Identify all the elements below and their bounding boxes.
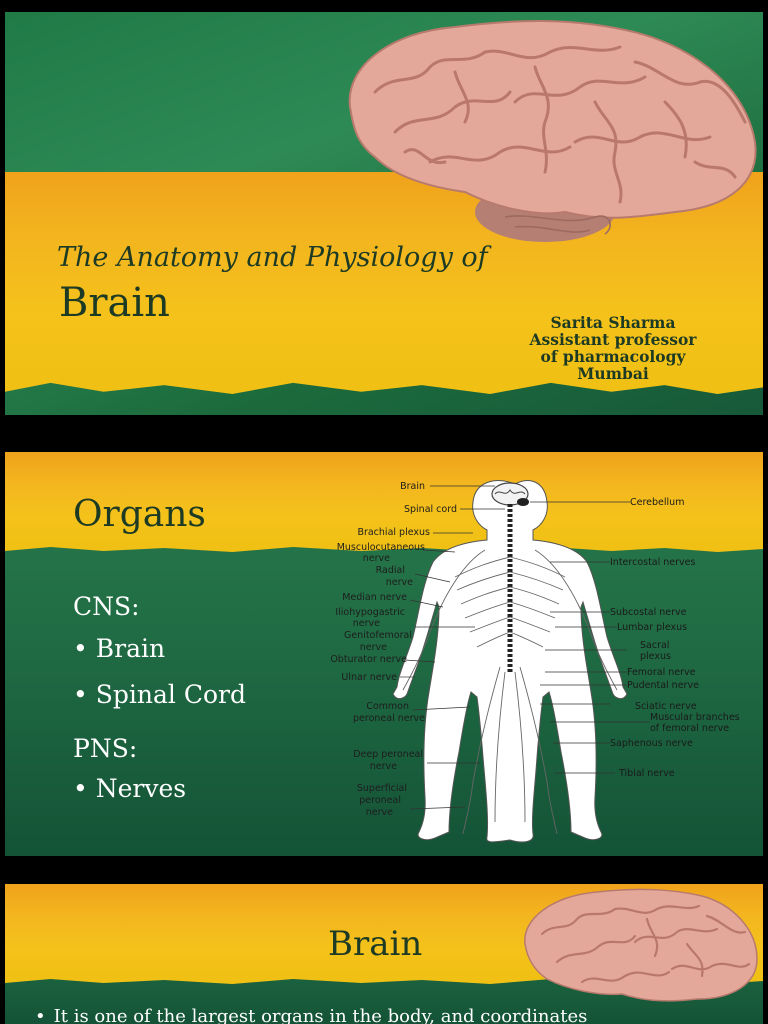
label-superficial-peroneal-nerve: nerve <box>366 807 393 818</box>
label-spinal-cord: Spinal cord <box>404 504 457 515</box>
label-lumbar-plexus: Lumbar plexus <box>617 622 687 633</box>
brain-illustration-small <box>524 888 758 1002</box>
brain-slide: Brain It is one of the largest organs in… <box>5 884 763 1024</box>
author-location: Mumbai <box>577 364 649 383</box>
label-musculocutaneous: Musculocutaneous <box>337 542 425 553</box>
label-cerebellum: Cerebellum <box>630 497 684 508</box>
label-subcostal-nerve: Subcostal nerve <box>610 607 687 618</box>
label-iliohypogastric-nerve: nerve <box>353 618 380 629</box>
label-brain: Brain <box>400 481 425 492</box>
label-ulnar-nerve: Ulnar nerve <box>341 672 397 683</box>
author-block: Sarita Sharma Assistant professor of pha… <box>513 314 713 382</box>
label-radial-nerve: nerve <box>386 577 413 588</box>
pns-heading: PNS: <box>73 734 138 763</box>
label-tibial-nerve: Tibial nerve <box>618 768 675 779</box>
list-item-brain: Brain <box>73 634 165 663</box>
cns-heading: CNS: <box>73 592 140 621</box>
label-musculocutaneous-nerve: nerve <box>363 553 390 564</box>
nervous-system-diagram: Brain Spinal cord Brachial plexus Muscul… <box>330 480 740 843</box>
label-intercostal-nerves: Intercostal nerves <box>610 557 696 568</box>
presentation-title: Brain <box>59 280 170 326</box>
brain-slide-title: Brain <box>328 924 423 964</box>
label-common-peroneal-nerve: peroneal nerve <box>353 713 425 724</box>
label-deep-peroneal-nerve: nerve <box>370 761 397 772</box>
label-brachial-plexus: Brachial plexus <box>357 527 430 538</box>
label-obturator-nerve: Obturator nerve <box>330 654 407 665</box>
label-femoral-nerve: Femoral nerve <box>627 667 696 678</box>
label-superficial: Superficial <box>357 783 407 794</box>
label-saphenous-nerve: Saphenous nerve <box>610 738 693 749</box>
label-of-femoral-nerve: of femoral nerve <box>650 723 729 734</box>
label-muscular-branches: Muscular branches <box>650 712 740 723</box>
list-item-spinal-cord: Spinal Cord <box>73 680 246 709</box>
organs-slide: Organs CNS: Brain Spinal Cord PNS: Nerve… <box>5 452 763 856</box>
presentation-subtitle: The Anatomy and Physiology of <box>57 242 488 273</box>
brain-bullet-1: It is one of the largest organs in the b… <box>35 1006 588 1024</box>
author-name: Sarita Sharma <box>550 313 676 332</box>
organs-title: Organs <box>73 494 206 535</box>
author-position: Assistant professor <box>529 330 697 349</box>
title-slide: The Anatomy and Physiology of Brain Sari… <box>5 12 763 415</box>
organs-band <box>5 452 763 552</box>
label-sacral: Sacral <box>640 640 669 651</box>
label-sacral-plexus: plexus <box>640 651 671 662</box>
brain-illustration <box>348 20 757 242</box>
label-median-nerve: Median nerve <box>342 592 407 603</box>
label-iliohypogastric: Iliohypogastric <box>335 607 405 618</box>
author-department: of pharmacology <box>540 347 686 366</box>
label-common: Common <box>366 701 409 712</box>
label-deep-peroneal: Deep peroneal <box>353 749 423 760</box>
list-item-nerves: Nerves <box>73 774 186 803</box>
label-superficial-peroneal: peroneal <box>359 795 401 806</box>
label-sciatic-nerve: Sciatic nerve <box>635 701 697 712</box>
label-genitofemoral-nerve: nerve <box>360 642 387 653</box>
label-radial: Radial <box>376 565 405 576</box>
label-genitofemoral: Genitofemoral <box>344 630 412 641</box>
label-pudental-nerve: Pudental nerve <box>627 680 699 691</box>
